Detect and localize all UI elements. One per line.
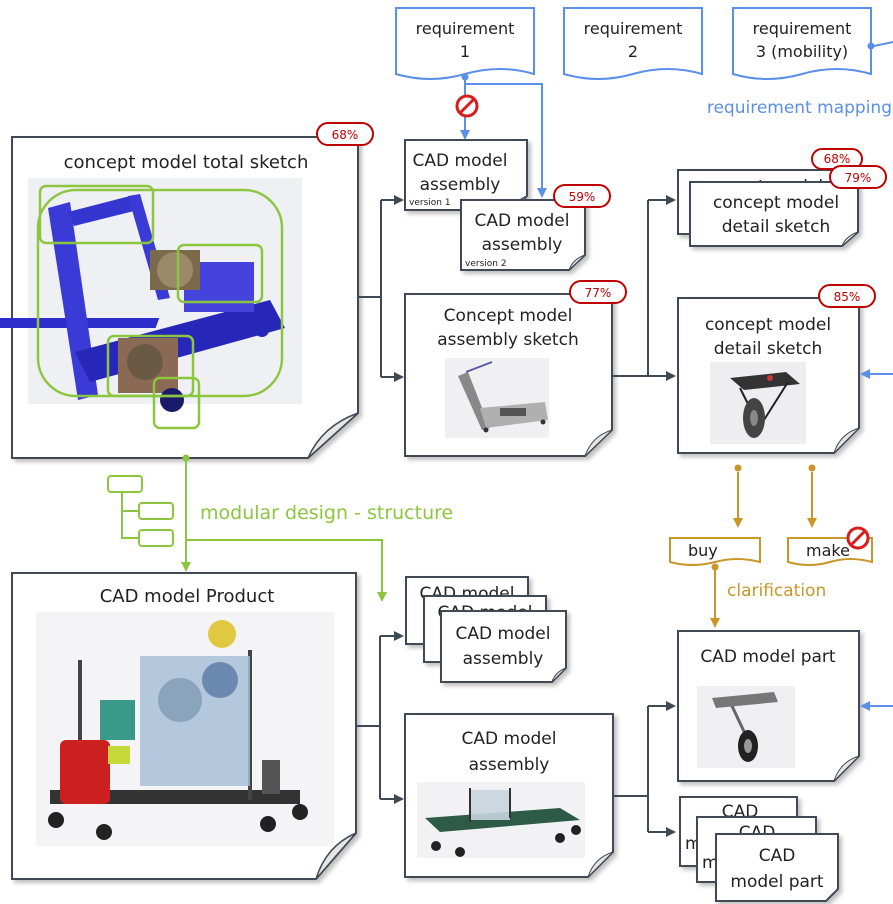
detail-stack-line2: detail sketch	[722, 217, 831, 237]
buy-label: buy	[688, 541, 718, 560]
assembly-main-line2: assembly	[469, 755, 550, 775]
detail-sketch-stack-front[interactable]: concept model detail sketch	[689, 181, 859, 247]
assembly-stack-line1: CAD model	[456, 624, 551, 644]
requirement-1-line2: 1	[460, 42, 470, 61]
cad-assembly-v1-doc[interactable]: CAD model assembly version 1	[404, 139, 528, 211]
svg-text:68%: 68%	[824, 152, 851, 166]
buy-make-connectors	[710, 464, 817, 628]
detail-main-line1: concept model	[705, 315, 831, 335]
svg-text:77%: 77%	[585, 286, 612, 300]
requirement-3-line2: 3 (mobility)	[756, 42, 848, 61]
part-stack-back2-b: m	[702, 853, 719, 873]
requirement-3-doc[interactable]: requirement 3 (mobility)	[732, 7, 893, 80]
cad-v2-version: version 2	[465, 259, 507, 269]
concept-assembly-line2: assembly sketch	[437, 330, 578, 350]
requirement-1-line1: requirement	[416, 19, 515, 38]
part-stack-line2: model part	[730, 872, 824, 892]
hierarchy-icon	[107, 475, 174, 547]
detail-stack-line1: concept model	[713, 193, 839, 213]
total-sketch-title: concept model total sketch	[64, 152, 309, 173]
svg-text:68%: 68%	[332, 128, 359, 142]
requirement-mapping-label: requirement mapping	[707, 98, 892, 118]
concept-assembly-line1: Concept model	[444, 306, 573, 326]
cad-part-stack-front[interactable]: CAD model part	[715, 833, 839, 902]
detail-main-badge: 85%	[818, 284, 876, 308]
cad-product-title: CAD model Product	[100, 586, 275, 607]
part-stack-line1: CAD	[759, 846, 796, 866]
detail-main-line2: detail sketch	[714, 339, 823, 359]
requirement-2-line1: requirement	[584, 19, 683, 38]
cad-part-title: CAD model part	[700, 647, 836, 667]
cad-assembly-main-image	[417, 782, 585, 858]
detail-stack-back-badge: 68%	[811, 148, 863, 170]
make-forbidden-icon	[846, 526, 870, 550]
cad-v1-line1: CAD model	[413, 151, 508, 171]
make-label: make	[806, 541, 850, 560]
cad-assembly-v2-doc[interactable]: CAD model assembly version 2	[460, 199, 586, 271]
assembly-stack-line2: assembly	[463, 649, 544, 669]
assembly-main-line1: CAD model	[462, 729, 557, 749]
detail-main-image	[710, 362, 806, 444]
cad-v2-line1: CAD model	[475, 211, 570, 231]
buy-doc[interactable]: buy	[669, 537, 761, 566]
cad-product-connectors	[356, 631, 404, 804]
requirement-2-doc[interactable]: requirement 2	[563, 7, 703, 80]
concept-assembly-badge: 77%	[569, 280, 627, 304]
svg-text:59%: 59%	[569, 190, 596, 204]
requirement-3-line1: requirement	[753, 19, 852, 38]
cad-v1-line2: assembly	[420, 175, 501, 195]
modular-design-connectors	[181, 454, 387, 602]
svg-text:85%: 85%	[834, 290, 861, 304]
requirement-1-doc[interactable]: requirement 1	[395, 7, 535, 80]
cad-assembly-stack-front[interactable]: CAD model assembly	[440, 610, 567, 683]
cad-part-image	[697, 686, 795, 768]
forbidden-icon	[455, 94, 479, 118]
clarification-label: clarification	[727, 581, 826, 601]
cad-v2-badge: 59%	[553, 184, 611, 208]
cad-v1-version: version 1	[409, 198, 451, 208]
total-sketch-badge: 68%	[316, 122, 374, 146]
cad-assembly-connectors	[613, 701, 676, 837]
total-sketch-image	[0, 178, 302, 430]
modular-design-label: modular design - structure	[200, 502, 453, 524]
concept-assembly-image	[445, 358, 549, 438]
cad-product-image	[36, 612, 334, 846]
concept-assembly-connectors	[612, 195, 676, 381]
detail-stack-front-badge: 79%	[829, 165, 887, 189]
requirement-2-line2: 2	[628, 42, 638, 61]
cad-v2-line2: assembly	[482, 235, 563, 255]
svg-text:79%: 79%	[845, 171, 872, 185]
total-sketch-connectors	[358, 195, 404, 382]
